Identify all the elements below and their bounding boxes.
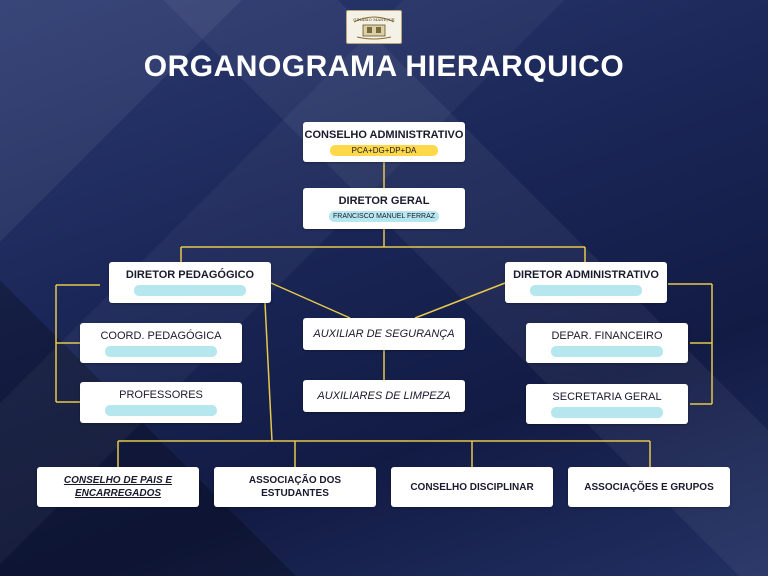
node-diretor-pedagogico: DIRETOR PEDAGÓGICO bbox=[109, 262, 271, 303]
node-auxiliar-seguranca: AUXILIAR DE SEGURANÇA bbox=[303, 318, 465, 350]
node-subtitle-pill bbox=[530, 285, 642, 296]
node-diretor-administrativo: DIRETOR ADMINISTRATIVO bbox=[505, 262, 667, 303]
node-title: DIRETOR ADMINISTRATIVO bbox=[513, 269, 659, 281]
node-title: DIRETOR GERAL bbox=[338, 195, 430, 207]
node-conselho-pais: CONSELHO DE PAIS E ENCARREGADOS bbox=[37, 467, 199, 507]
node-title: AUXILIARES DE LIMPEZA bbox=[317, 390, 451, 402]
node-subtitle-pill bbox=[551, 345, 663, 357]
node-coord-pedagogica: COORD. PEDAGÓGICA bbox=[80, 323, 242, 363]
node-title: DEPAR. FINANCEIRO bbox=[551, 329, 663, 342]
node-title: CONSELHO ADMINISTRATIVO bbox=[304, 128, 464, 141]
node-title: ASSOCIAÇÕES E GRUPOS bbox=[584, 481, 714, 493]
node-subtitle-pill bbox=[134, 285, 246, 296]
node-secretaria-geral: SECRETARIA GERAL bbox=[526, 384, 688, 424]
node-associacoes-grupos: ASSOCIAÇÕES E GRUPOS bbox=[568, 467, 730, 507]
node-subtitle-pill: PCA+DG+DP+DA bbox=[330, 144, 438, 156]
node-title: CONSELHO DISCIPLINAR bbox=[410, 481, 534, 493]
node-title: AUXILIAR DE SEGURANÇA bbox=[313, 328, 455, 340]
node-subtitle-pill bbox=[105, 345, 217, 357]
node-professores: PROFESSORES bbox=[80, 382, 242, 423]
node-subtitle-pill bbox=[105, 405, 217, 416]
node-subtitle-pill bbox=[551, 406, 663, 418]
node-title: DIRETOR PEDAGÓGICO bbox=[125, 269, 255, 281]
node-conselho-disciplinar: CONSELHO DISCIPLINAR bbox=[391, 467, 553, 507]
node-subtitle-pill: FRANCISCO MANUEL FERRAZ bbox=[329, 211, 439, 222]
node-title: ASSOCIAÇÃO DOS ESTUDANTES bbox=[248, 475, 342, 499]
logo-emblem-icon: GINÁSIO MANIQUE bbox=[353, 16, 395, 40]
svg-text:GINÁSIO MANIQUE: GINÁSIO MANIQUE bbox=[353, 17, 395, 22]
node-title: CONSELHO DE PAIS E ENCARREGADOS bbox=[63, 475, 173, 499]
node-diretor-geral: DIRETOR GERAL FRANCISCO MANUEL FERRAZ bbox=[303, 188, 465, 229]
node-auxiliares-limpeza: AUXILIARES DE LIMPEZA bbox=[303, 380, 465, 412]
node-conselho-administrativo: CONSELHO ADMINISTRATIVO PCA+DG+DP+DA bbox=[303, 122, 465, 162]
page-title: ORGANOGRAMA HIERARQUICO bbox=[143, 50, 625, 83]
node-title: PROFESSORES bbox=[119, 389, 203, 401]
school-logo: GINÁSIO MANIQUE bbox=[346, 10, 402, 44]
node-title: SECRETARIA GERAL bbox=[552, 390, 662, 403]
node-depar-financeiro: DEPAR. FINANCEIRO bbox=[526, 323, 688, 363]
node-associacao-estudantes: ASSOCIAÇÃO DOS ESTUDANTES bbox=[214, 467, 376, 507]
node-title: COORD. PEDAGÓGICA bbox=[100, 329, 222, 342]
